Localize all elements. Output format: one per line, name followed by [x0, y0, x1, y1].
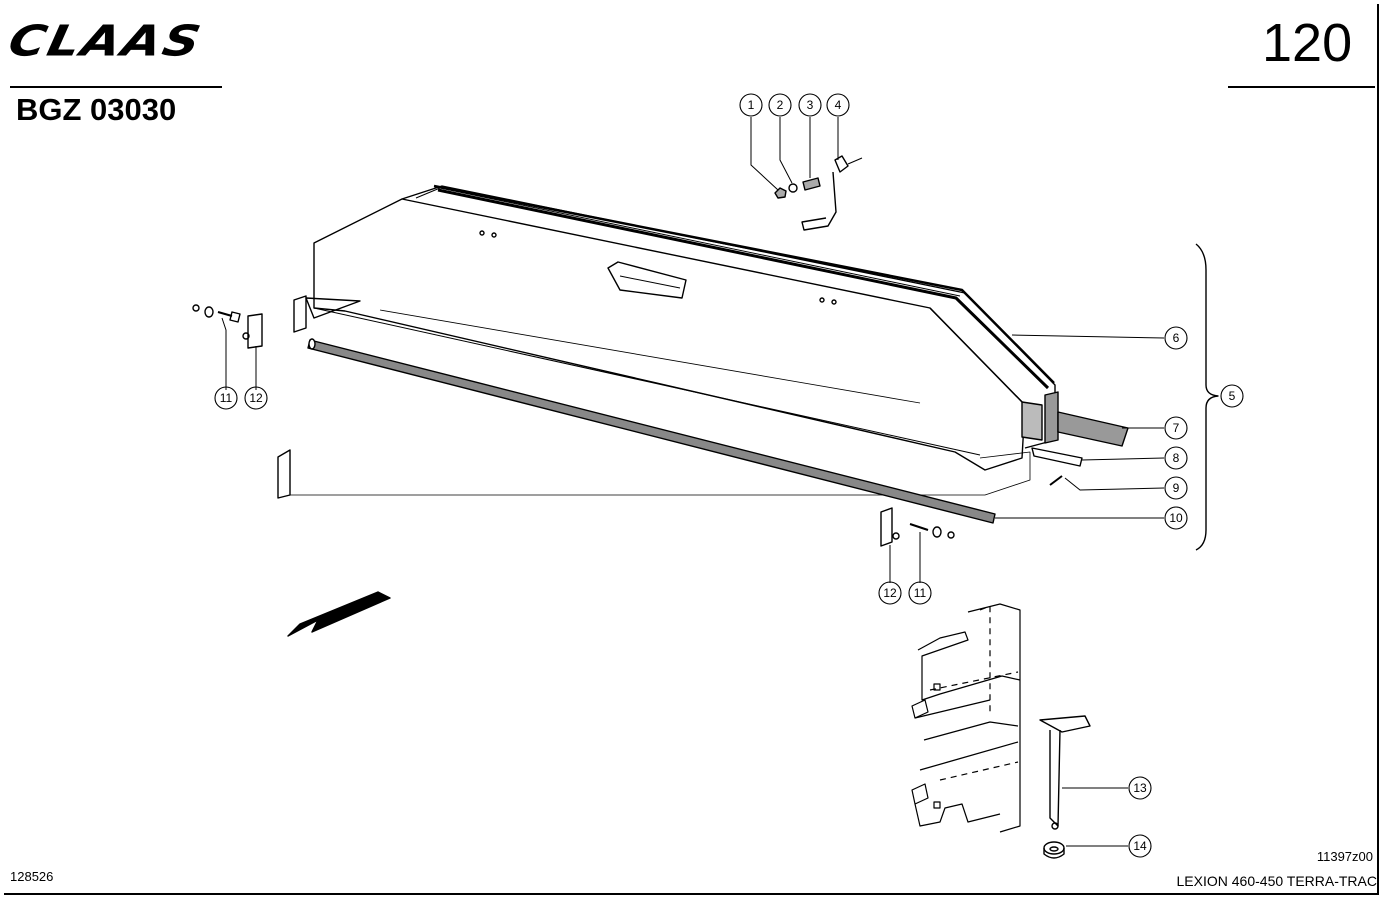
lock-pin	[1039, 715, 1091, 830]
header-rule-left	[10, 86, 222, 88]
direction-arrow	[287, 591, 391, 637]
seal-strip	[307, 338, 996, 524]
callout-label: 7	[1173, 421, 1180, 435]
leader-lines	[221, 117, 1165, 847]
top-fastener-group	[774, 155, 863, 231]
callout-label: 2	[777, 98, 784, 112]
callout-circles	[214, 93, 1244, 858]
bottom-fastener-group	[880, 507, 955, 547]
group-bracket	[1195, 243, 1219, 551]
callout-label: 10	[1169, 511, 1183, 525]
header-rule-right	[1228, 86, 1375, 88]
nut	[1043, 841, 1065, 859]
page-number: 120	[1262, 13, 1353, 73]
callout-label: 14	[1133, 839, 1147, 853]
cover-panel	[277, 184, 1059, 499]
callout-label: 12	[249, 391, 263, 405]
callout-label: 11	[914, 586, 927, 600]
callout-label: 5	[1229, 389, 1236, 403]
callout-label: 13	[1133, 781, 1147, 795]
callout-label: 4	[835, 98, 842, 112]
callout-label: 3	[807, 98, 814, 112]
frame-bracket	[911, 603, 1021, 833]
model-name: LEXION 460-450 TERRA-TRAC	[1176, 873, 1377, 889]
document-number: 128526	[10, 869, 54, 884]
callout-label: 6	[1173, 331, 1180, 345]
left-fastener-group	[192, 304, 263, 349]
callout-label: 11	[220, 391, 233, 405]
seal-block	[1057, 411, 1129, 447]
callout-label: 12	[883, 586, 897, 600]
callout-label: 9	[1173, 481, 1180, 495]
callout-label: 1	[748, 98, 755, 112]
drawing-code: BGZ 03030	[16, 92, 177, 127]
page-frame	[4, 4, 1379, 895]
pin	[1049, 475, 1063, 486]
callout-label: 8	[1173, 451, 1180, 465]
figure-code: 11397z00	[1316, 849, 1373, 864]
retaining-strip	[1031, 447, 1083, 467]
